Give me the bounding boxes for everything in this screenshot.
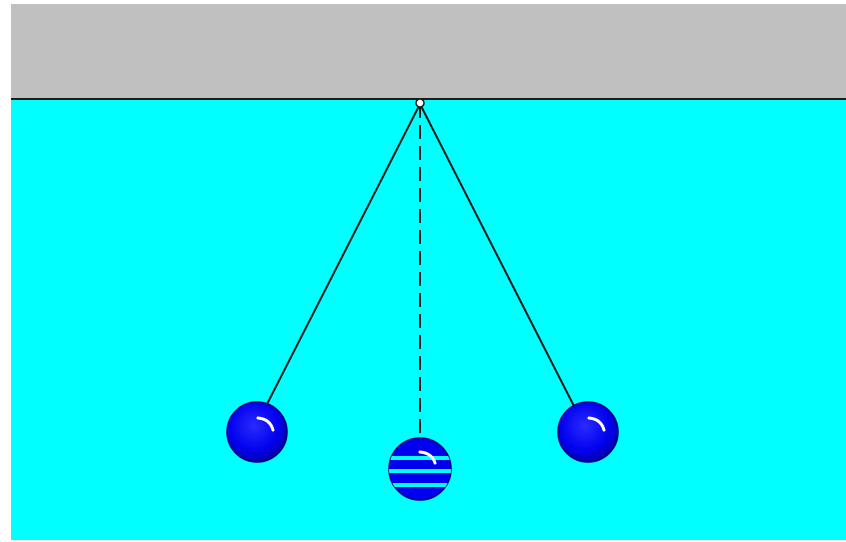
pivot-point [416, 99, 424, 107]
ceiling [11, 4, 846, 99]
right-pendulum-ball [558, 402, 618, 462]
left-pendulum-ball [227, 402, 287, 462]
